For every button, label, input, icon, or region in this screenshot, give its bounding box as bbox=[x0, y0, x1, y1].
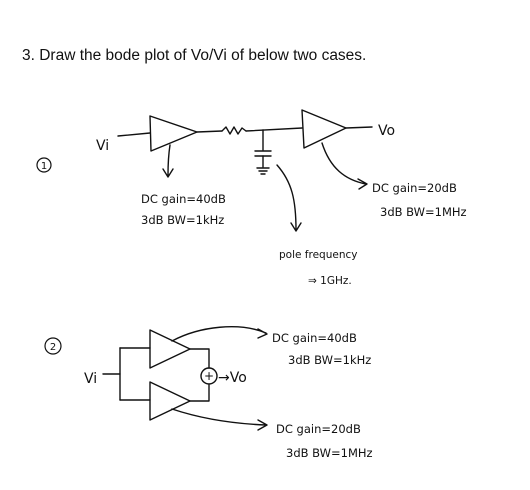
case1-diagram: 1 Vi bbox=[36, 109, 467, 287]
case1-vo-label: Vo bbox=[378, 123, 395, 139]
case2-marker: 2 bbox=[44, 337, 62, 355]
case2-diagram: 2 Vi + →Vo DC gain=40dB bbox=[44, 326, 373, 460]
case1-amplifier-1 bbox=[149, 115, 198, 152]
case2-amp2-bw: 3dB BW=1MHz bbox=[286, 446, 373, 460]
case2-amplifier-2 bbox=[149, 381, 191, 421]
case2-summer-sign: + bbox=[204, 369, 214, 383]
question-text: 3. Draw the bode plot of Vo/Vi of below … bbox=[22, 47, 367, 64]
case1-amp2-arrow bbox=[321, 142, 368, 190]
case2-vo-label: →Vo bbox=[218, 370, 247, 386]
case2-vi-label: Vi bbox=[84, 371, 97, 387]
case1-amp1-gain: DC gain=40dB bbox=[141, 192, 226, 206]
case2-summer: + bbox=[200, 367, 218, 385]
case2-amp2-gain: DC gain=20dB bbox=[276, 422, 361, 436]
case1-pole-value: ⇒ 1GHz. bbox=[308, 275, 352, 287]
case1-amp2-gain: DC gain=20dB bbox=[372, 181, 457, 195]
case1-amplifier-2 bbox=[301, 109, 347, 149]
case2-marker-number: 2 bbox=[50, 342, 56, 353]
case1-amp1-bw: 3dB BW=1kHz bbox=[141, 213, 224, 227]
case1-pole-arrow bbox=[276, 164, 302, 232]
case1-pole-label: pole frequency bbox=[279, 249, 357, 261]
case1-vi-label: Vi bbox=[96, 138, 109, 154]
case1-amp2-bw: 3dB BW=1MHz bbox=[380, 205, 467, 219]
case1-marker-number: 1 bbox=[41, 161, 47, 172]
case1-resistor bbox=[221, 126, 247, 135]
case2-amp2-arrow bbox=[171, 408, 268, 431]
case2-amp1-gain: DC gain=40dB bbox=[272, 331, 357, 345]
case1-capacitor bbox=[254, 129, 272, 175]
case1-amp1-arrow bbox=[162, 144, 174, 178]
case2-amp1-arrow bbox=[171, 326, 268, 342]
case1-marker: 1 bbox=[36, 157, 52, 173]
case2-amplifier-1 bbox=[149, 329, 191, 369]
case2-amp1-bw: 3dB BW=1kHz bbox=[288, 353, 371, 367]
